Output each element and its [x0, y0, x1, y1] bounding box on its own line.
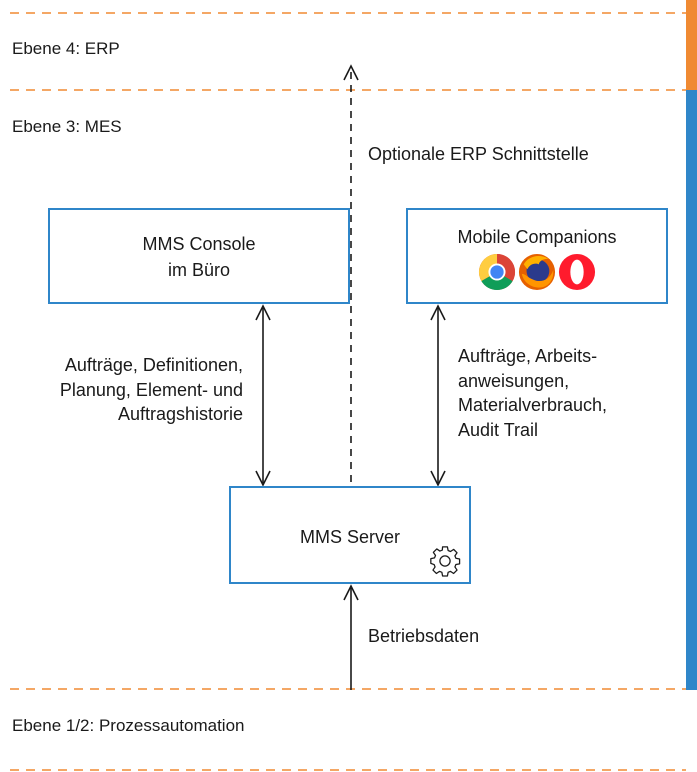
console-server-line-2: Planung, Element- und [59, 379, 243, 400]
firefox-icon [518, 253, 556, 291]
gear-icon [430, 546, 461, 577]
console-server-line-1: Aufträge, Definitionen, [64, 355, 243, 375]
erp-layer-bar [686, 0, 697, 90]
mms-server-box: MMS Server [229, 486, 471, 584]
console-server-line-3: Auftragshistorie [117, 404, 243, 424]
mms-server-title: MMS Server [299, 527, 400, 547]
mobile-server-line-4: Audit Trail [458, 419, 539, 440]
layer-label-process: Ebene 1/2: Prozessautomation [12, 716, 245, 735]
console-title-line-1: MMS Console [142, 234, 256, 254]
mobile-server-line-1: Aufträge, Arbeits- [458, 346, 598, 366]
process-server-label: Betriebsdaten [368, 626, 480, 646]
console-title-line-2: im Büro [167, 260, 230, 280]
process-server-arrow [343, 584, 359, 690]
erp-interface-arrow [343, 64, 359, 485]
layer-label-mes: Ebene 3: MES [12, 117, 122, 136]
mobile-companions-box: Mobile Companions [406, 208, 668, 304]
mobile-companions-title: Mobile Companions [457, 227, 617, 247]
mobile-server-line-2: anweisungen, [458, 370, 570, 391]
layer-label-erp: Ebene 4: ERP [12, 39, 120, 58]
mobile-server-line-3: Materialverbrauch, [458, 395, 608, 415]
console-server-label: Aufträge, Definitionen, Planung, Element… [0, 353, 243, 427]
mms-console-box: MMS Console im Büro [48, 208, 350, 304]
erp-interface-label: Optionale ERP Schnittstelle [368, 144, 589, 164]
console-server-arrow [255, 304, 271, 487]
mes-layer-bar [686, 90, 697, 690]
mobile-server-arrow [430, 304, 446, 487]
browser-icons [408, 253, 666, 291]
opera-icon [558, 253, 596, 291]
chrome-icon [478, 253, 516, 291]
mobile-server-label: Aufträge, Arbeits- anweisungen, Material… [458, 344, 607, 442]
